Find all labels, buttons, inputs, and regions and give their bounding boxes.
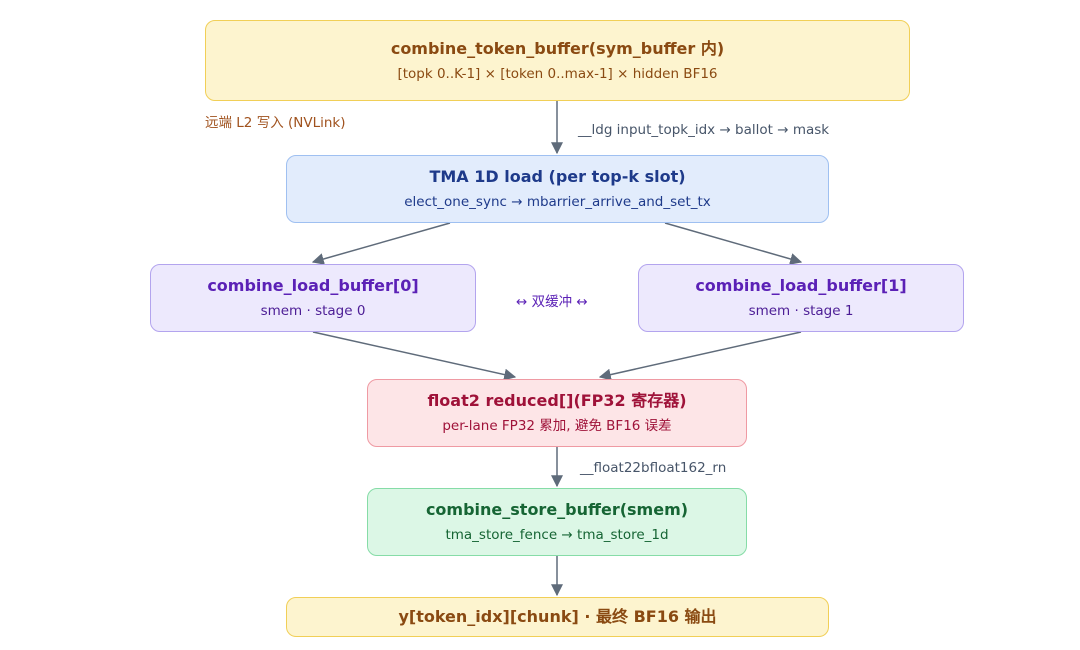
node-subtitle: elect_one_sync → mbarrier_arrive_and_set…: [404, 194, 711, 210]
edge-tma-to-load1: [664, 222, 803, 265]
node-float2-reduced: float2 reduced[](FP32 寄存器) per-lane FP32…: [367, 379, 747, 447]
node-title: combine_load_buffer[1]: [695, 276, 907, 295]
node-subtitle: smem · stage 1: [748, 303, 854, 319]
node-title: combine_load_buffer[0]: [207, 276, 419, 295]
node-combine-load-buffer-1: combine_load_buffer[1] smem · stage 1: [638, 264, 964, 332]
node-subtitle: smem · stage 0: [260, 303, 366, 319]
node-subtitle: per-lane FP32 累加, 避免 BF16 误差: [442, 418, 672, 434]
label-float22bfloat162: __float22bfloat162_rn: [580, 460, 727, 476]
edge-load0-to-reduced: [312, 331, 517, 381]
node-combine-token-buffer: combine_token_buffer(sym_buffer 内) [topk…: [205, 20, 910, 101]
node-subtitle: tma_store_fence → tma_store_1d: [445, 527, 669, 543]
node-final-output: y[token_idx][chunk] · 最终 BF16 输出: [286, 597, 829, 637]
edge-tma-to-load0: [311, 222, 451, 265]
node-subtitle: [topk 0..K-1] × [token 0..max-1] × hidde…: [397, 65, 718, 82]
node-combine-load-buffer-0: combine_load_buffer[0] smem · stage 0: [150, 264, 476, 332]
label-ldg-topk: __ldg input_topk_idx → ballot → mask: [578, 122, 830, 138]
node-title: float2 reduced[](FP32 寄存器): [427, 391, 687, 410]
label-remote-l2-write: 远端 L2 写入 (NVLink): [205, 115, 346, 131]
node-title: combine_token_buffer(sym_buffer 内): [390, 38, 725, 58]
edge-load1-to-reduced: [598, 331, 802, 381]
node-title: y[token_idx][chunk] · 最终 BF16 输出: [398, 607, 717, 626]
node-tma-1d-load: TMA 1D load (per top-k slot) elect_one_s…: [286, 155, 829, 223]
node-title: combine_store_buffer(smem): [425, 500, 689, 519]
node-title: TMA 1D load (per top-k slot): [429, 167, 686, 186]
label-double-buffer: ↔ 双缓冲 ↔: [516, 294, 588, 310]
node-combine-store-buffer: combine_store_buffer(smem) tma_store_fen…: [367, 488, 747, 556]
